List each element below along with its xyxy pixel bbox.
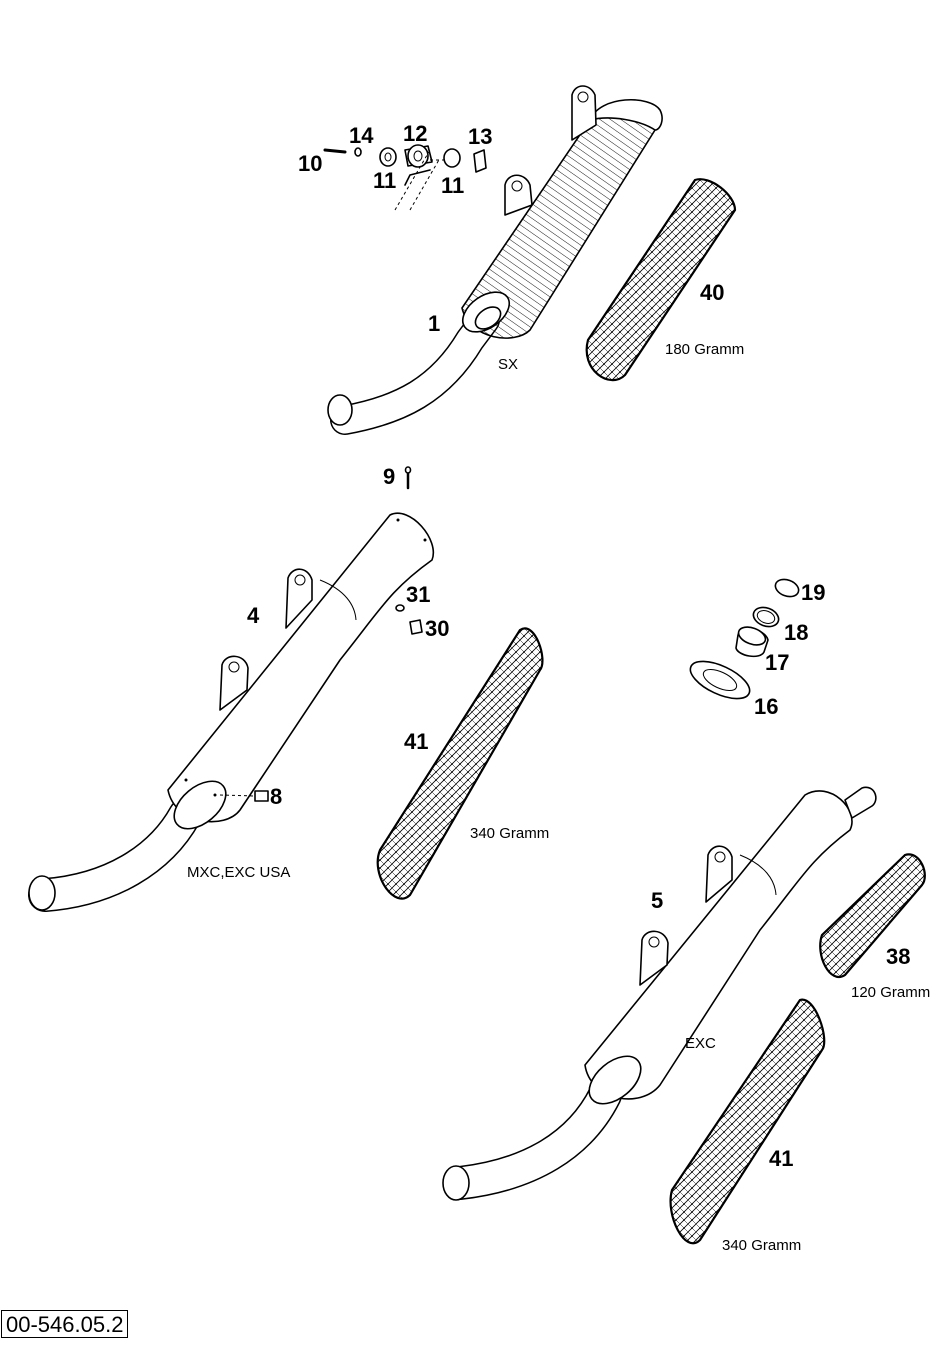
- drawing-number: 00-546.05.2: [1, 1310, 129, 1338]
- note-sx: SX: [498, 356, 518, 373]
- note-mxc-exc-usa: MXC,EXC USA: [187, 864, 290, 881]
- callout-14: 14: [349, 123, 374, 148]
- callout-41-bottom: 41: [769, 1146, 793, 1171]
- packing-41-bottom: [669, 998, 826, 1245]
- mounting-hardware-top: [323, 144, 487, 211]
- callout-30: 30: [425, 616, 449, 641]
- note-weight-120: 120 Gramm: [851, 984, 930, 1001]
- callout-5: 5: [651, 888, 663, 913]
- screws-mxc: [395, 466, 423, 635]
- note-weight-340-bottom: 340 Gramm: [722, 1237, 801, 1254]
- callout-16: 16: [754, 694, 778, 719]
- callout-1: 1: [428, 311, 440, 336]
- callout-41-middle: 41: [404, 729, 428, 754]
- silencer-exc: [442, 786, 877, 1201]
- silencer-sx: [327, 85, 663, 435]
- callout-19: 19: [801, 580, 825, 605]
- silencer-mxc: [28, 512, 435, 912]
- callout-38: 38: [886, 944, 910, 969]
- callout-18: 18: [784, 620, 808, 645]
- packing-38: [819, 853, 926, 979]
- packing-41-middle: [376, 627, 544, 900]
- note-exc: EXC: [685, 1035, 716, 1052]
- callout-4: 4: [247, 603, 260, 628]
- callout-11-left: 11: [373, 168, 396, 193]
- end-cap-parts: [689, 578, 800, 700]
- callout-11-right: 11: [441, 173, 464, 198]
- callout-31: 31: [406, 582, 430, 607]
- callout-13: 13: [468, 124, 492, 149]
- callout-17: 17: [765, 650, 789, 675]
- callout-10: 10: [298, 151, 322, 176]
- callout-40: 40: [700, 280, 724, 305]
- note-weight-340-middle: 340 Gramm: [470, 825, 549, 842]
- packing-40: [585, 178, 737, 382]
- note-weight-180: 180 Gramm: [665, 341, 744, 358]
- callout-9: 9: [383, 464, 395, 489]
- callout-12: 12: [403, 121, 427, 146]
- callout-8: 8: [270, 784, 282, 809]
